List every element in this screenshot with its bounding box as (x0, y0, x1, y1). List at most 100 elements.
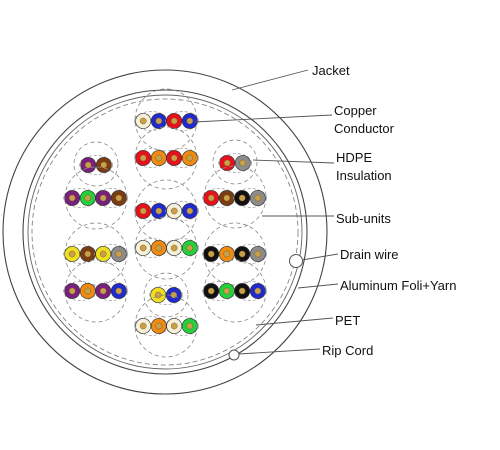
cable-sheath (2, 69, 328, 395)
copper-conductor (170, 244, 178, 252)
label-hdpe-line1: HDPE (336, 150, 373, 165)
label-copper-line1: Copper (334, 103, 377, 118)
leader-hdpe-insulation (252, 159, 335, 164)
copper-conductor (170, 207, 178, 215)
copper-conductor (100, 161, 108, 169)
twisted-pair (79, 155, 113, 175)
copper-conductor (223, 194, 231, 202)
pair-outline (218, 153, 252, 173)
copper-conductor (68, 250, 76, 258)
sub-unit (63, 166, 128, 230)
twisted-pair (149, 285, 183, 305)
label-rip-cord: Rip Cord (322, 343, 374, 358)
pair-outline (94, 281, 128, 301)
sub-unit-boundary (64, 166, 128, 230)
leader-rip-cord (238, 348, 321, 355)
copper-conductor (139, 117, 147, 125)
copper-conductor (170, 154, 178, 162)
sub-unit (202, 259, 267, 323)
label-subunits: Sub-units (336, 211, 391, 226)
rip-cord (228, 349, 240, 361)
pair-outline (94, 188, 128, 208)
twisted-pair (94, 188, 128, 208)
label-copper-line2: Conductor (334, 121, 394, 136)
leader-lines (193, 69, 339, 355)
twisted-pair (134, 238, 168, 258)
copper-conductor (170, 322, 178, 330)
copper-conductor (207, 194, 215, 202)
pair-outline (149, 285, 183, 305)
sub-unit (73, 141, 119, 187)
sub-unit (134, 294, 199, 358)
label-pet: PET (335, 313, 361, 328)
sub-unit (134, 179, 199, 243)
copper-conductor (186, 322, 194, 330)
pair-outline (165, 201, 199, 221)
copper-conductor (238, 250, 246, 258)
copper-conductor (238, 194, 246, 202)
drain-wire (289, 254, 303, 268)
sub-unit (134, 88, 199, 152)
label-aluminum-foil-yarn: Aluminum Foli+Yarn (340, 278, 457, 293)
sub-unit (63, 259, 128, 323)
sub-unit-boundary (203, 165, 267, 229)
twisted-pair (218, 153, 252, 173)
twisted-pair (134, 111, 168, 131)
copper-conductor (99, 194, 107, 202)
twisted-pair (134, 316, 168, 336)
copper-conductor (99, 250, 107, 258)
sub-unit-boundary (143, 272, 189, 318)
twisted-pair (94, 244, 128, 264)
pair-outline (165, 111, 199, 131)
pair-outline (165, 148, 199, 168)
copper-conductor (170, 117, 178, 125)
copper-conductor (99, 287, 107, 295)
pet-layer (31, 98, 299, 366)
copper-conductor (84, 287, 92, 295)
sub-unit (134, 216, 199, 280)
sub-unit (202, 222, 267, 286)
copper-conductor (115, 250, 123, 258)
jacket-outer-edge (2, 69, 328, 395)
sub-unit (63, 222, 128, 286)
label-jacket: Jacket (312, 63, 350, 78)
copper-conductor (186, 244, 194, 252)
leader-copper-conductor (193, 114, 333, 123)
twisted-pair (134, 148, 168, 168)
copper-conductor (239, 159, 247, 167)
sub-units-group (63, 88, 267, 358)
twisted-pair (63, 281, 97, 301)
label-drain-wire: Drain wire (340, 247, 399, 262)
sub-unit-boundary (203, 259, 267, 323)
copper-conductor (115, 287, 123, 295)
copper-conductor (155, 117, 163, 125)
copper-conductor (207, 287, 215, 295)
copper-conductor (155, 322, 163, 330)
copper-conductor (254, 250, 262, 258)
sub-unit (212, 139, 258, 185)
twisted-pair (233, 244, 267, 264)
twisted-pair (202, 281, 236, 301)
sub-unit (202, 165, 267, 229)
copper-conductor (155, 207, 163, 215)
copper-conductor (84, 161, 92, 169)
copper-conductor (84, 194, 92, 202)
copper-conductor (186, 117, 194, 125)
twisted-pair (63, 188, 97, 208)
copper-conductor (139, 244, 147, 252)
sub-unit (134, 126, 199, 190)
copper-conductor (254, 287, 262, 295)
copper-conductor (223, 250, 231, 258)
pair-outline (165, 316, 199, 336)
leader-aluminum-foil-yarn (297, 283, 339, 289)
twisted-pair (233, 188, 267, 208)
copper-conductor (223, 287, 231, 295)
label-hdpe-line2: Insulation (336, 168, 392, 183)
copper-conductor (155, 244, 163, 252)
twisted-pair (134, 201, 168, 221)
sub-unit-boundary (212, 139, 258, 185)
sub-unit-boundary (64, 222, 128, 286)
copper-conductor (139, 207, 147, 215)
copper-conductor (223, 159, 231, 167)
